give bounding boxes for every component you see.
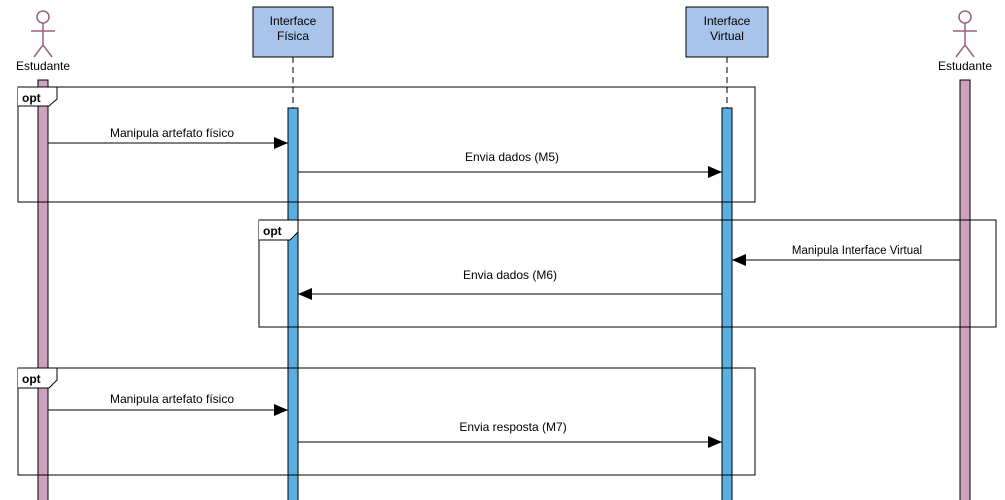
actor-student-left: Estudante — [16, 10, 70, 73]
message-label: Manipula artefato físico — [110, 126, 234, 140]
opt-fragment: opt — [17, 86, 756, 203]
message-envia-resposta-m7: Envia resposta (M7) — [298, 420, 722, 448]
message-manipula-artefato-2: Manipula artefato físico — [48, 392, 288, 416]
message-envia-dados-m6: Envia dados (M6) — [298, 268, 722, 300]
participant-label-line1: Interface — [270, 14, 317, 28]
message-manipula-interface-virtual: Manipula Interface Virtual — [732, 245, 960, 266]
participant-label-line1: Interface — [704, 14, 751, 28]
message-label: Envia resposta (M7) — [459, 420, 566, 434]
message-envia-dados-m5: Envia dados (M5) — [298, 150, 722, 178]
fragment-keyword: opt — [263, 224, 282, 238]
actor-icon — [953, 10, 977, 58]
actor-student-right: Estudante — [938, 10, 992, 73]
message-label: Manipula Interface Virtual — [792, 245, 922, 257]
actor-label: Estudante — [16, 59, 70, 73]
message-label: Manipula artefato físico — [110, 392, 234, 406]
activation-student-right — [959, 79, 971, 500]
fragment-keyword: opt — [22, 91, 41, 105]
participant-interface-virtual: Interface Virtual — [685, 6, 769, 108]
opt-fragment: opt — [258, 219, 997, 328]
message-manipula-artefato-1: Manipula artefato físico — [48, 126, 288, 149]
message-label: Envia dados (M5) — [465, 150, 559, 164]
message-label: Envia dados (M6) — [463, 268, 557, 282]
participant-label-line2: Virtual — [710, 29, 744, 43]
activation-student-left — [37, 79, 49, 500]
opt-fragment: opt — [17, 367, 756, 476]
fragment-keyword: opt — [22, 372, 41, 386]
activation-interface-virtual — [721, 107, 733, 500]
participant-label-line2: Física — [277, 29, 309, 43]
actor-icon — [31, 10, 55, 58]
participant-interface-fisica: Interface Física — [252, 6, 334, 108]
activation-interface-fisica — [287, 107, 299, 500]
actor-label: Estudante — [938, 59, 992, 73]
